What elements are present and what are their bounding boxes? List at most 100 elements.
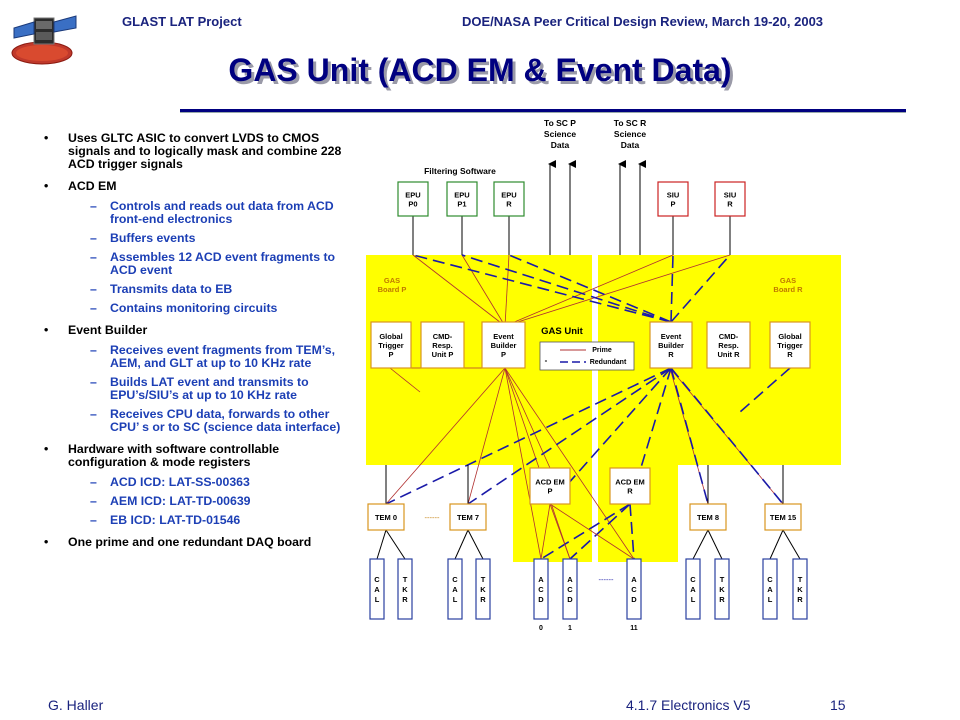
tkr-column-label: T: [720, 575, 725, 584]
tkr-column-label: T: [481, 575, 486, 584]
board-r-block-label: R: [668, 350, 674, 359]
sub-bullet-item: Transmits data to EB: [68, 283, 357, 297]
cal-column-frame: [447, 558, 463, 620]
board-r-block-label: Resp.: [718, 341, 738, 350]
acd-column-label: D: [538, 595, 544, 604]
board-p-block-label: Event: [493, 332, 514, 341]
prime-link: [461, 254, 506, 327]
tkr-column-label: R: [402, 595, 408, 604]
bullet-text: Event Builder: [68, 323, 148, 337]
cal-column-label: L: [375, 595, 380, 604]
cal-column: CAL: [762, 558, 778, 620]
sc-r-label: To SC R: [614, 118, 646, 128]
redundant-link: [739, 367, 791, 413]
footer-author: G. Haller: [48, 697, 104, 713]
tkr-column-label: K: [719, 585, 725, 594]
tem-box: TEM 0: [367, 503, 405, 531]
cal-column-label: A: [374, 585, 380, 594]
tem-link: [467, 529, 484, 560]
prime-link: [504, 254, 731, 327]
acd-column-label: A: [567, 575, 573, 584]
redundant-link: [412, 254, 672, 323]
sub-bullet-item: Buffers events: [68, 232, 357, 246]
sub-bullet-item: Contains monitoring circuits: [68, 302, 357, 316]
acd-column-frame: [562, 558, 578, 620]
cal-column-frame: [369, 558, 385, 620]
redundant-link: [629, 503, 635, 560]
tem-ellipsis: ------: [425, 513, 440, 522]
bullet-item: One prime and one redundant DAQ board: [44, 535, 357, 550]
tem-box: TEM 7: [449, 503, 487, 531]
sub-bullet-list: Controls and reads out data from ACD fro…: [68, 200, 357, 316]
sub-bullet-list: ACD ICD: LAT-SS-00363AEM ICD: LAT-TD-006…: [68, 476, 357, 528]
sc-r-label: Data: [621, 140, 640, 150]
epu-box-label: R: [506, 200, 512, 209]
header-project: GLAST LAT Project: [122, 14, 242, 29]
sc-p-label: Data: [551, 140, 570, 150]
header-review: DOE/NASA Peer Critical Design Review, Ma…: [462, 14, 824, 29]
siu-box-label: R: [727, 200, 733, 209]
acd-link: [540, 503, 551, 560]
prime-link: [385, 367, 506, 505]
sc-p-label: Science: [544, 129, 576, 139]
redundant-link: [508, 254, 672, 323]
bullet-text: One prime and one redundant DAQ board: [68, 535, 312, 549]
cal-column-label: A: [690, 585, 696, 594]
board-p-block-frame: [370, 321, 412, 369]
sub-bullet-item: Builds LAT event and transmits to EPU’s/…: [68, 376, 357, 402]
sub-bullet-item: Assembles 12 ACD event fragments to ACD …: [68, 251, 357, 277]
acd-column: ACD: [626, 558, 642, 620]
tem-link: [376, 529, 387, 560]
tkr-column-frame: [397, 558, 413, 620]
page-title: GAS Unit (ACD EM & Event Data): [228, 52, 732, 88]
board-p-block: CMD-Resp.Unit P: [420, 321, 465, 369]
tkr-column-label: K: [480, 585, 486, 594]
board-p-block-label: Global: [379, 332, 402, 341]
prime-link: [504, 367, 571, 560]
cal-column: CAL: [685, 558, 701, 620]
tkr-column: TKR: [397, 558, 413, 620]
tem-box-frame: [367, 503, 405, 531]
acd-ellipsis: ------: [599, 575, 614, 584]
board-p-label: GAS: [384, 276, 400, 285]
siu-box-label: SIU: [724, 191, 737, 200]
siu-box-label: SIU: [667, 191, 680, 200]
redundant-link: [569, 503, 631, 560]
footer-page-number: 15: [830, 697, 846, 713]
acd-number: 0: [539, 625, 543, 632]
redundant-link: [461, 254, 672, 323]
acd-column: ACD: [533, 558, 549, 620]
board-p-block-label: Unit P: [432, 350, 454, 359]
epu-box-label: P0: [408, 200, 417, 209]
redundant-link: [670, 367, 709, 505]
tkr-column-label: R: [480, 595, 486, 604]
tem-link: [385, 529, 406, 560]
cal-column: CAL: [447, 558, 463, 620]
bullet-text: ACD EM: [68, 179, 117, 193]
acd-column-frame: [626, 558, 642, 620]
tem-link: [769, 529, 784, 560]
acd-em-box-frame: [529, 467, 571, 505]
sc-r-label: Science: [614, 129, 646, 139]
tkr-column-frame: [792, 558, 808, 620]
bullet-item: Uses GLTC ASIC to convert LVDS to CMOS s…: [44, 131, 357, 171]
cal-column-label: C: [374, 575, 380, 584]
tkr-column-frame: [714, 558, 730, 620]
board-r-block-label: Unit R: [717, 350, 740, 359]
siu-box-frame: [657, 181, 689, 217]
epu-box-label: EPU: [501, 191, 516, 200]
tkr-column: TKR: [792, 558, 808, 620]
sub-bullet-item: ACD ICD: LAT-SS-00363: [68, 476, 357, 490]
acd-column-frame: [533, 558, 549, 620]
bullet-text: Uses GLTC ASIC to convert LVDS to CMOS s…: [68, 131, 342, 171]
tem-box-frame: [449, 503, 487, 531]
redundant-link: [467, 367, 672, 505]
epu-box-frame: [446, 181, 478, 217]
board-r-block: CMD-Resp.Unit R: [706, 321, 751, 369]
cal-column-label: C: [452, 575, 458, 584]
